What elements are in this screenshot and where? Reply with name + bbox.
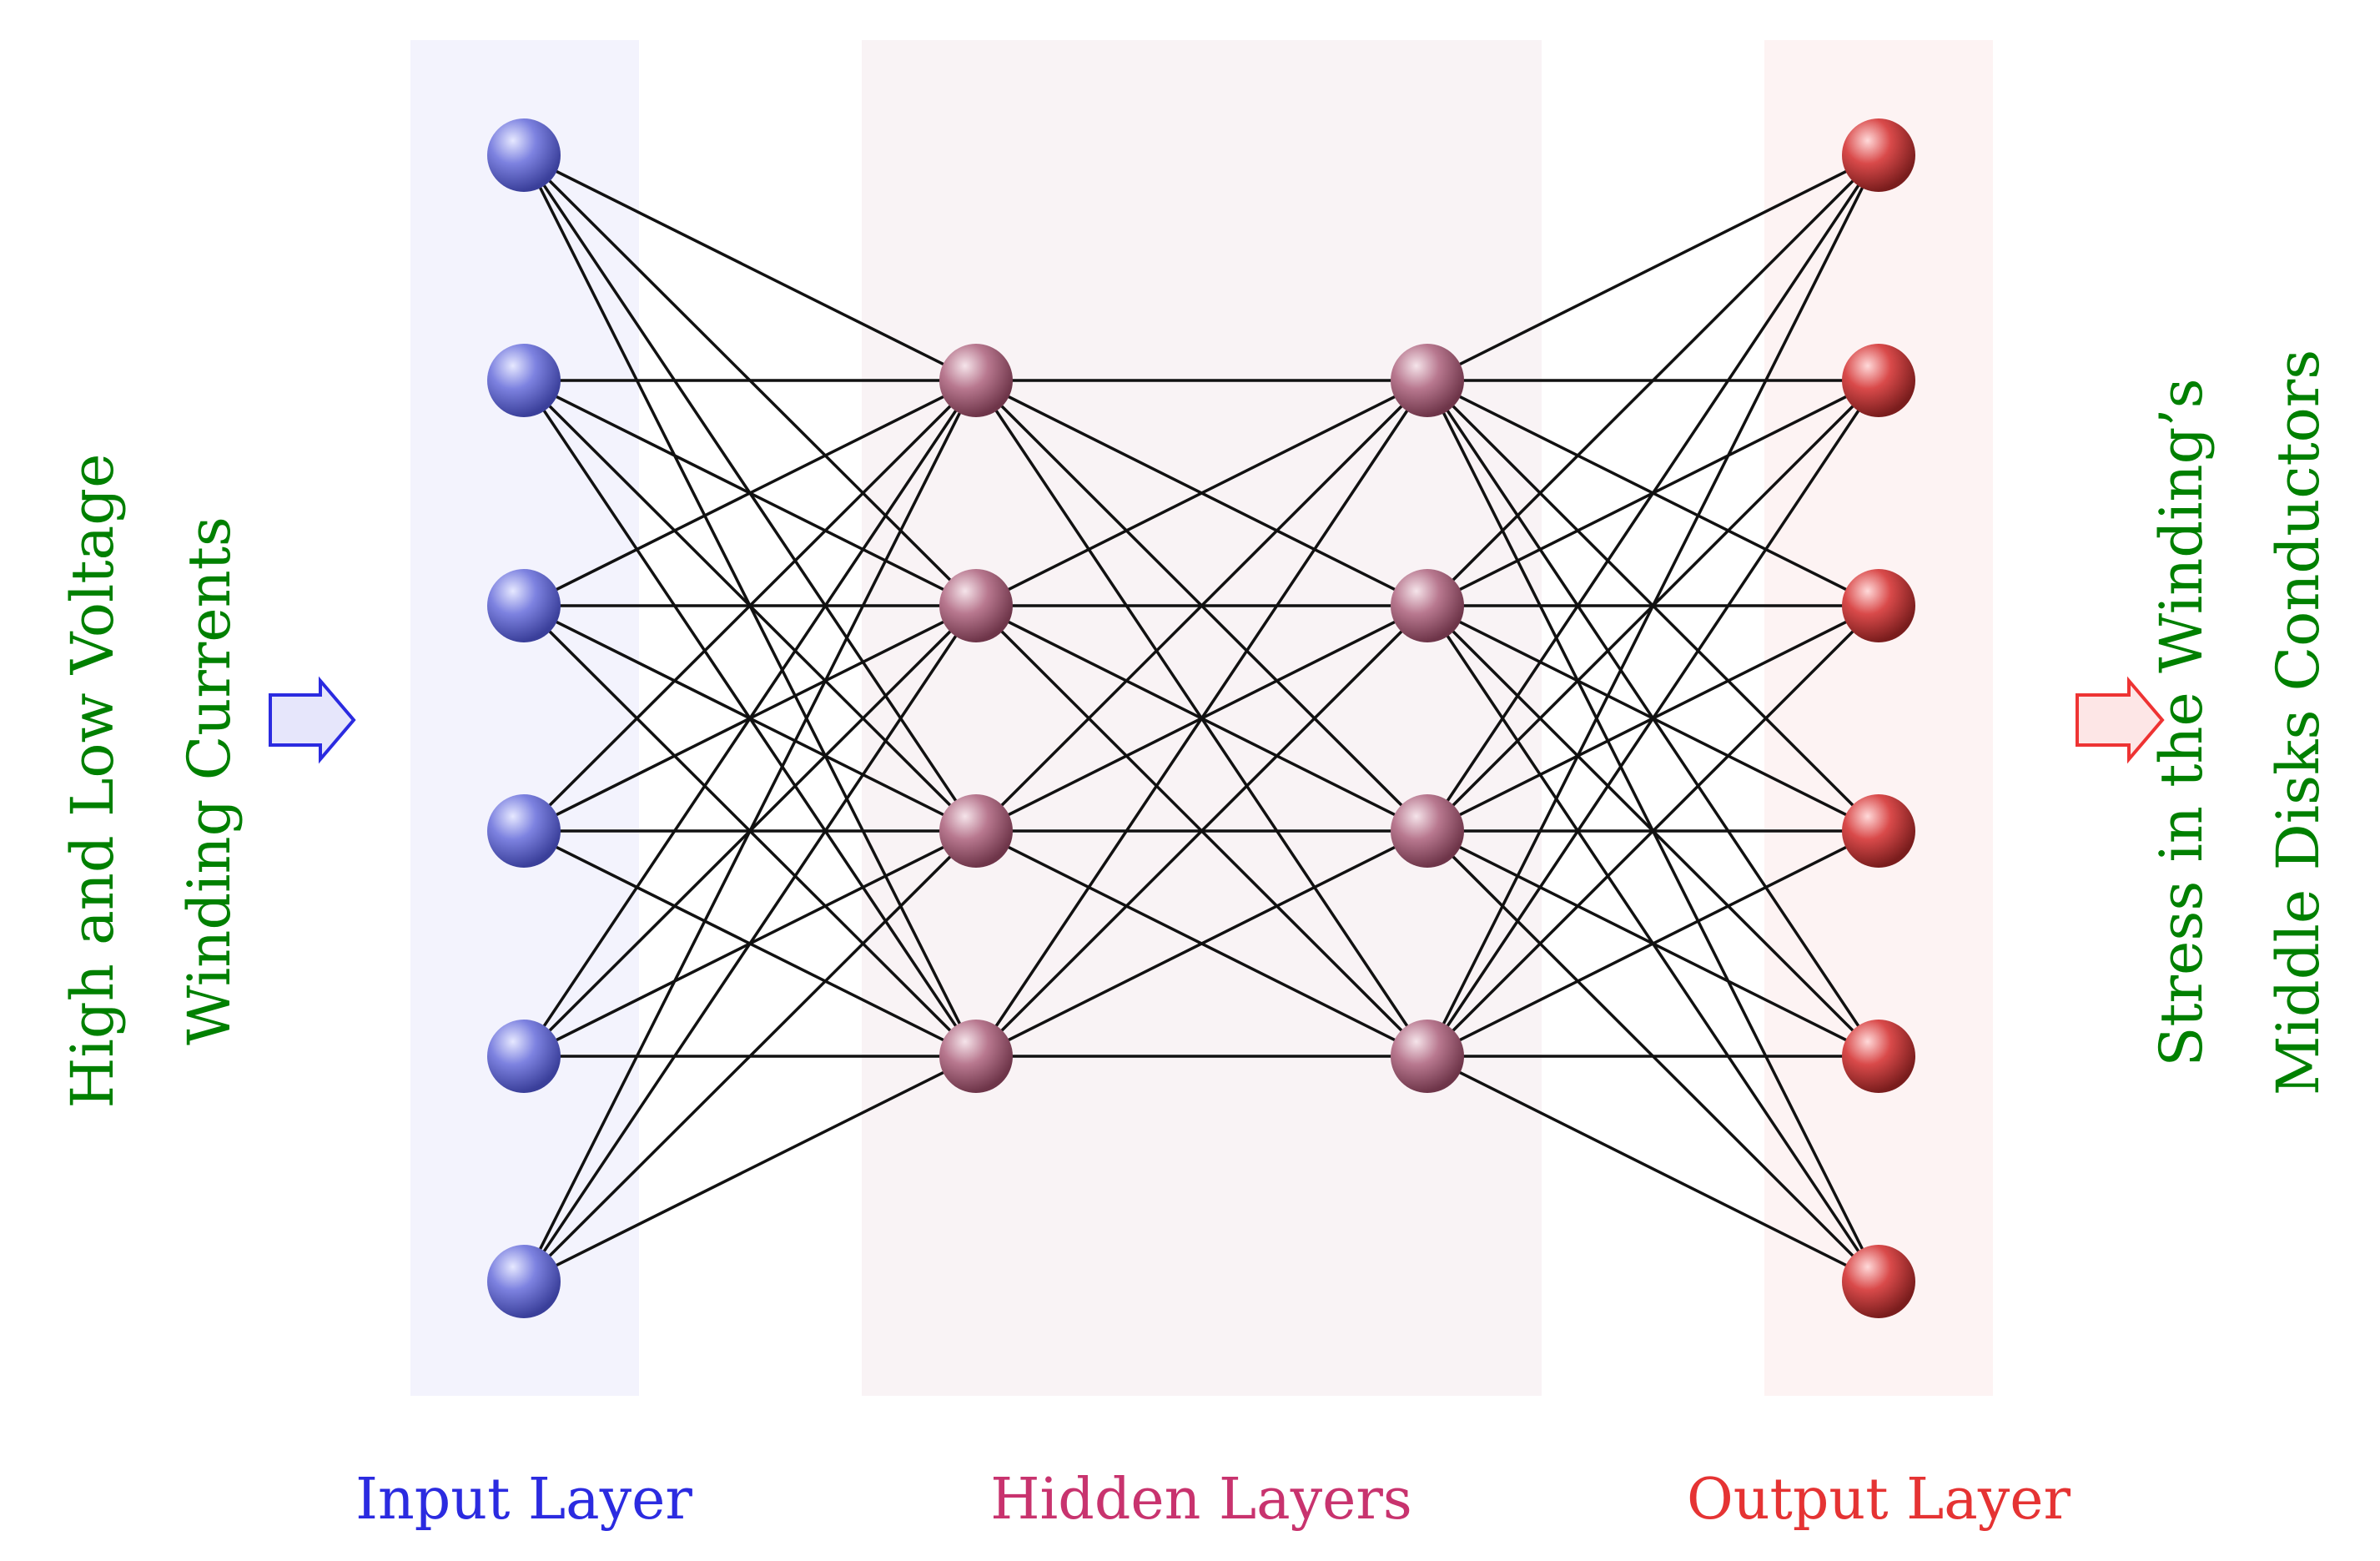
output-description-line-2: Middle Disks Conductors bbox=[2264, 349, 2332, 1096]
edge bbox=[974, 604, 1429, 1058]
input-node-3 bbox=[487, 569, 561, 642]
edge bbox=[1426, 154, 1880, 1057]
edge bbox=[522, 380, 978, 1057]
hidden1-node-4 bbox=[939, 1020, 1013, 1093]
output-node-6 bbox=[1842, 1245, 1915, 1318]
connection-edges bbox=[522, 154, 1880, 1283]
edge bbox=[522, 829, 978, 1283]
edge bbox=[975, 829, 1428, 1058]
input-node-6 bbox=[487, 1245, 561, 1318]
edge bbox=[1426, 829, 1879, 1058]
edge bbox=[1426, 154, 1879, 382]
output-arrow-icon bbox=[2076, 676, 2165, 764]
edge bbox=[1426, 154, 1880, 607]
edge bbox=[974, 379, 1429, 833]
output-node-5 bbox=[1842, 1020, 1915, 1093]
edge bbox=[1426, 380, 1880, 1057]
output-node-4 bbox=[1842, 794, 1915, 868]
edge bbox=[522, 605, 978, 1282]
output-node-1 bbox=[1842, 118, 1915, 192]
input-node-4 bbox=[487, 794, 561, 868]
output-description: Stress in the Winding’s Middle Disks Con… bbox=[2123, 350, 2357, 1095]
edge bbox=[1426, 1055, 1879, 1283]
output-layer-band bbox=[1764, 40, 1993, 1396]
edge bbox=[522, 380, 978, 1282]
input-node-5 bbox=[487, 1020, 561, 1093]
input-node-1 bbox=[487, 118, 561, 192]
hidden1-node-2 bbox=[939, 569, 1013, 642]
input-description-line-1: High and Low Voltage bbox=[58, 453, 127, 1109]
input-arrow-icon bbox=[269, 676, 356, 764]
neuron-nodes bbox=[487, 118, 1915, 1318]
hidden-layers-caption: Hidden Layers bbox=[990, 1467, 1412, 1533]
output-node-3 bbox=[1842, 569, 1915, 642]
edge bbox=[1426, 154, 1880, 832]
output-node-2 bbox=[1842, 344, 1915, 417]
edge bbox=[975, 379, 1428, 607]
edge bbox=[974, 380, 1429, 1057]
input-description-line-2: Winding Currents bbox=[175, 516, 244, 1045]
hidden2-node-2 bbox=[1391, 569, 1464, 642]
output-description-line-1: Stress in the Winding’s bbox=[2147, 378, 2216, 1067]
hidden2-node-1 bbox=[1391, 344, 1464, 417]
input-layer-band bbox=[410, 40, 639, 1396]
input-layer-caption: Input Layer bbox=[355, 1467, 692, 1533]
hidden2-node-3 bbox=[1391, 794, 1464, 868]
input-description: High and Low Voltage Winding Currents bbox=[34, 453, 268, 1108]
hidden1-node-3 bbox=[939, 794, 1013, 868]
edge bbox=[523, 379, 977, 607]
edge bbox=[523, 154, 977, 382]
edge bbox=[1426, 604, 1880, 1058]
output-layer-caption: Output Layer bbox=[1687, 1467, 2071, 1533]
edge bbox=[523, 1055, 977, 1283]
edge bbox=[522, 379, 978, 833]
hidden1-node-1 bbox=[939, 344, 1013, 417]
hidden2-node-4 bbox=[1391, 1020, 1464, 1093]
input-node-2 bbox=[487, 344, 561, 417]
